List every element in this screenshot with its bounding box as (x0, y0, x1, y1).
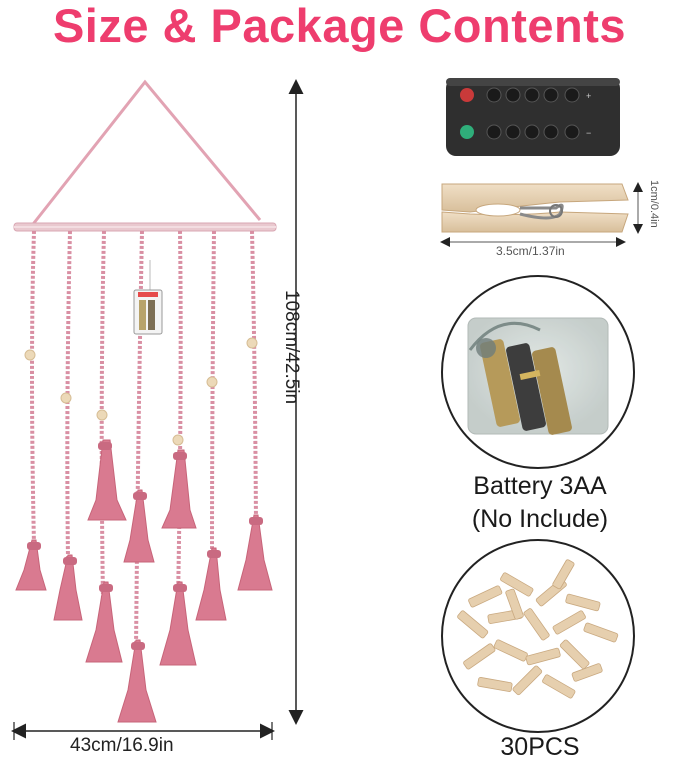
clip-height-label: 1cm/0.4in (648, 180, 660, 228)
clips-count-label: 30PCS (500, 733, 580, 761)
tassel (117, 639, 157, 723)
hanging-cord (28, 79, 262, 229)
svg-text:−: − (586, 128, 591, 138)
tassel (53, 554, 83, 621)
page-title: Size & Package Contents (52, 0, 627, 52)
tassel (87, 439, 127, 521)
battery-box-photo (441, 275, 635, 469)
width-label: 43cm/16.9in (70, 735, 174, 756)
battery-label: Battery 3AA (No Include) (440, 470, 640, 536)
tassel (195, 547, 227, 621)
clip-width-label: 3.5cm/1.37in (496, 244, 565, 258)
tassel (123, 489, 155, 563)
tassel (161, 449, 197, 529)
light-battery-box (133, 260, 163, 335)
tassel (85, 581, 123, 663)
clips-pile-photo (441, 539, 635, 733)
remote-control: + − (446, 78, 620, 156)
macrame-hanger (13, 79, 277, 723)
battery-label-line2: (No Include) (471, 505, 609, 533)
tassel (159, 581, 197, 666)
height-label: 108cm/42.5in (281, 290, 302, 405)
battery-label-line1: Battery 3AA (473, 472, 607, 500)
tassel (237, 514, 273, 591)
svg-text:+: + (586, 91, 591, 101)
tassel (15, 539, 47, 591)
wooden-clip (441, 183, 629, 233)
